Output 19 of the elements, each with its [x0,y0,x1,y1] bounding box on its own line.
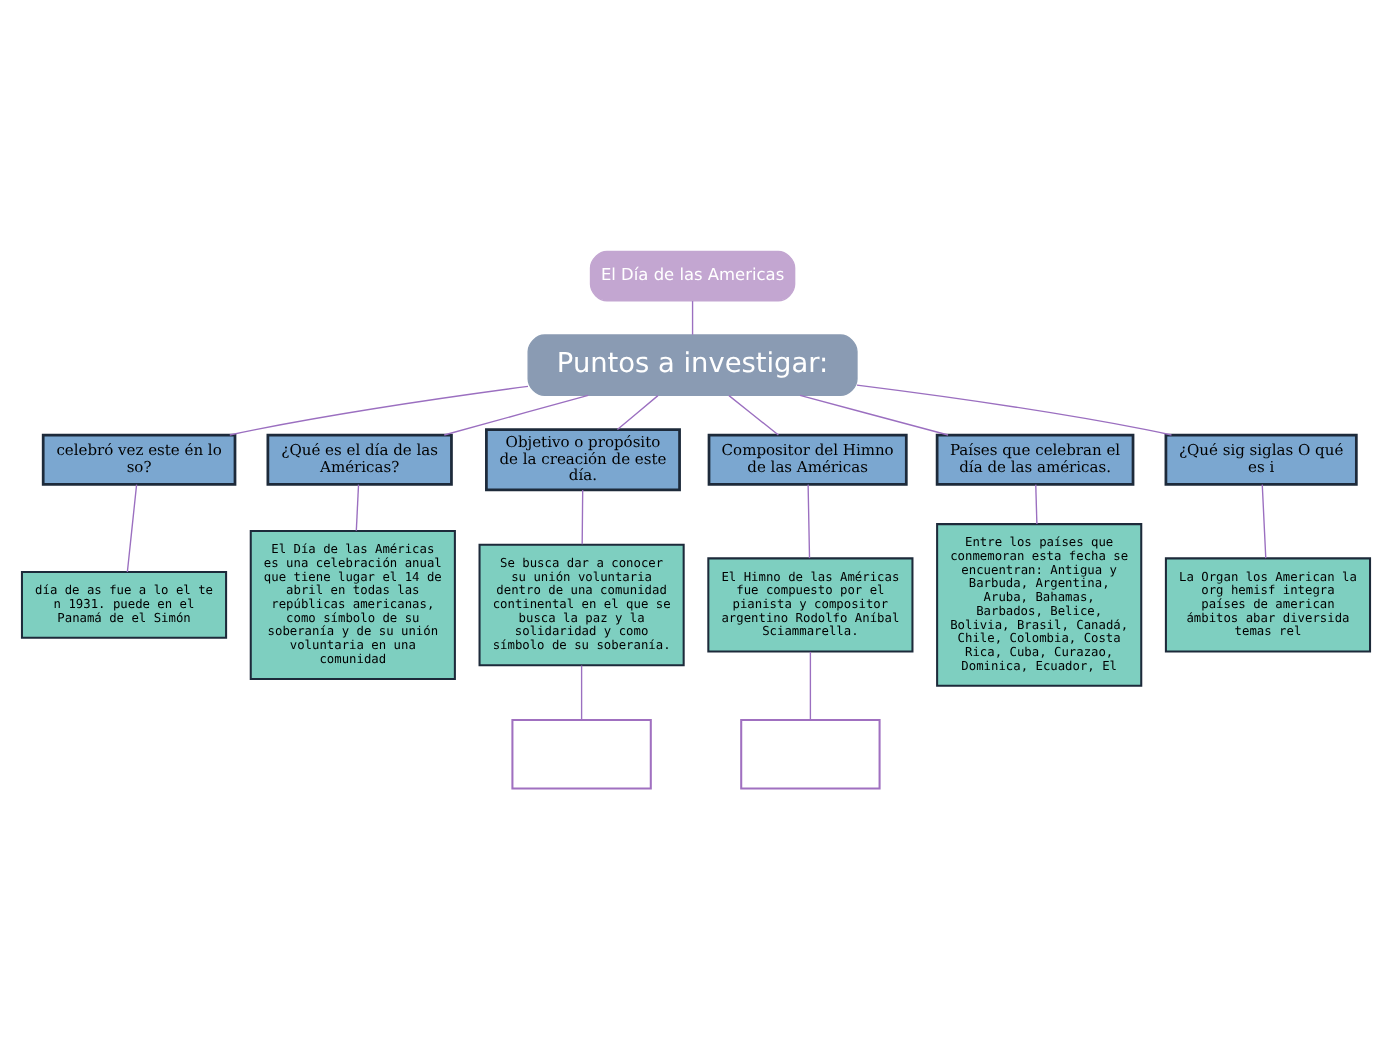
connector [1035,483,1038,525]
connector [126,483,138,573]
connector [581,489,584,545]
connector [799,394,949,436]
connector [355,483,360,532]
node-box: El Día de las Americas [589,250,796,302]
connector [616,394,659,431]
node-box [740,719,881,790]
connector [229,385,529,436]
connector [809,651,812,721]
connector [807,483,811,559]
node-box: Puntos a investigar: [527,334,858,396]
connector [580,664,583,721]
connector [856,384,1173,436]
node-box [511,719,652,790]
connector [1261,483,1267,559]
connector [728,394,780,436]
connector [443,394,589,436]
connector [691,300,694,336]
